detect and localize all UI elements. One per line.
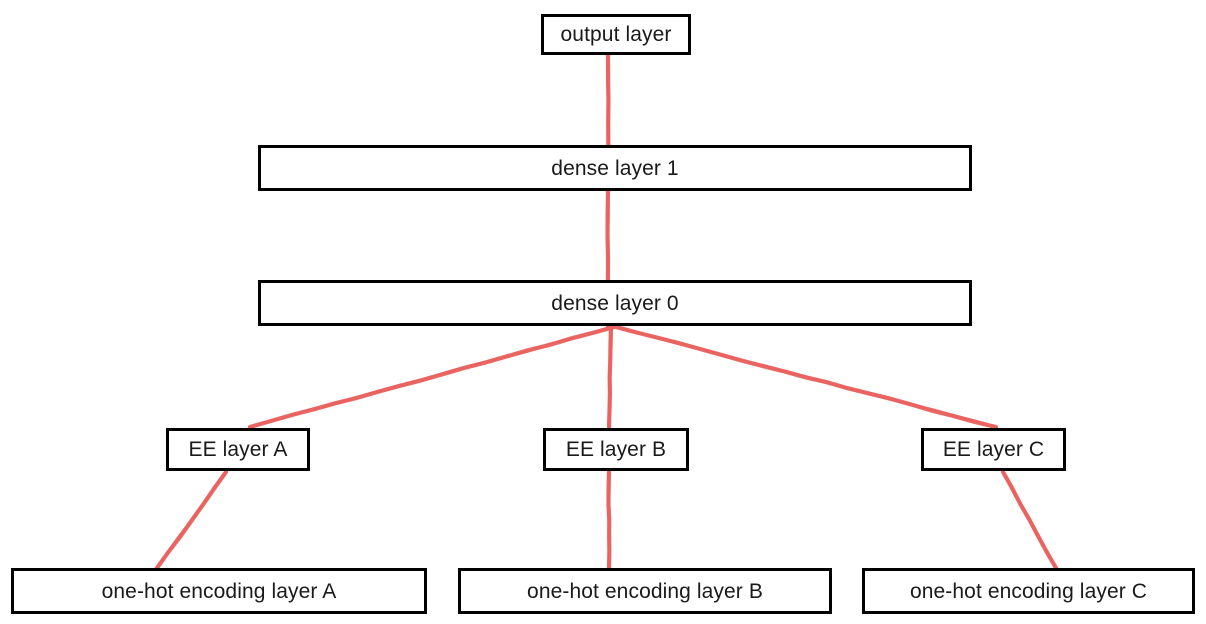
node-label-onehot-layer-c: one-hot encoding layer C — [909, 579, 1148, 603]
node-onehot-layer-c: one-hot encoding layer C — [862, 568, 1195, 614]
edge-ee-c-to-dense0 — [613, 324, 999, 430]
node-onehot-layer-b: one-hot encoding layer B — [458, 568, 832, 614]
node-label-dense-layer-1: dense layer 1 — [551, 156, 679, 180]
node-label-onehot-layer-a: one-hot encoding layer A — [101, 579, 337, 603]
edge-onehot-c-to-ee-c — [1000, 469, 1059, 571]
node-ee-layer-a: EE layer A — [166, 428, 310, 471]
edge-onehot-b-to-ee-b — [606, 469, 612, 571]
edge-onehot-a-to-ee-a — [154, 469, 229, 571]
node-ee-layer-b: EE layer B — [543, 428, 689, 471]
node-dense-layer-1: dense layer 1 — [258, 145, 972, 191]
node-label-output-layer: output layer — [560, 23, 672, 46]
node-label-ee-layer-b: EE layer B — [565, 438, 667, 461]
edge-ee-a-to-dense0 — [247, 324, 617, 430]
node-output-layer: output layer — [541, 14, 691, 55]
node-onehot-layer-a: one-hot encoding layer A — [11, 568, 427, 614]
node-dense-layer-0: dense layer 0 — [258, 280, 972, 326]
node-ee-layer-c: EE layer C — [921, 428, 1066, 471]
node-label-dense-layer-0: dense layer 0 — [551, 291, 679, 315]
edge-ee-b-to-dense0 — [606, 324, 614, 430]
node-label-ee-layer-a: EE layer A — [188, 438, 288, 461]
node-label-ee-layer-c: EE layer C — [942, 438, 1045, 461]
node-label-onehot-layer-b: one-hot encoding layer B — [527, 579, 763, 603]
